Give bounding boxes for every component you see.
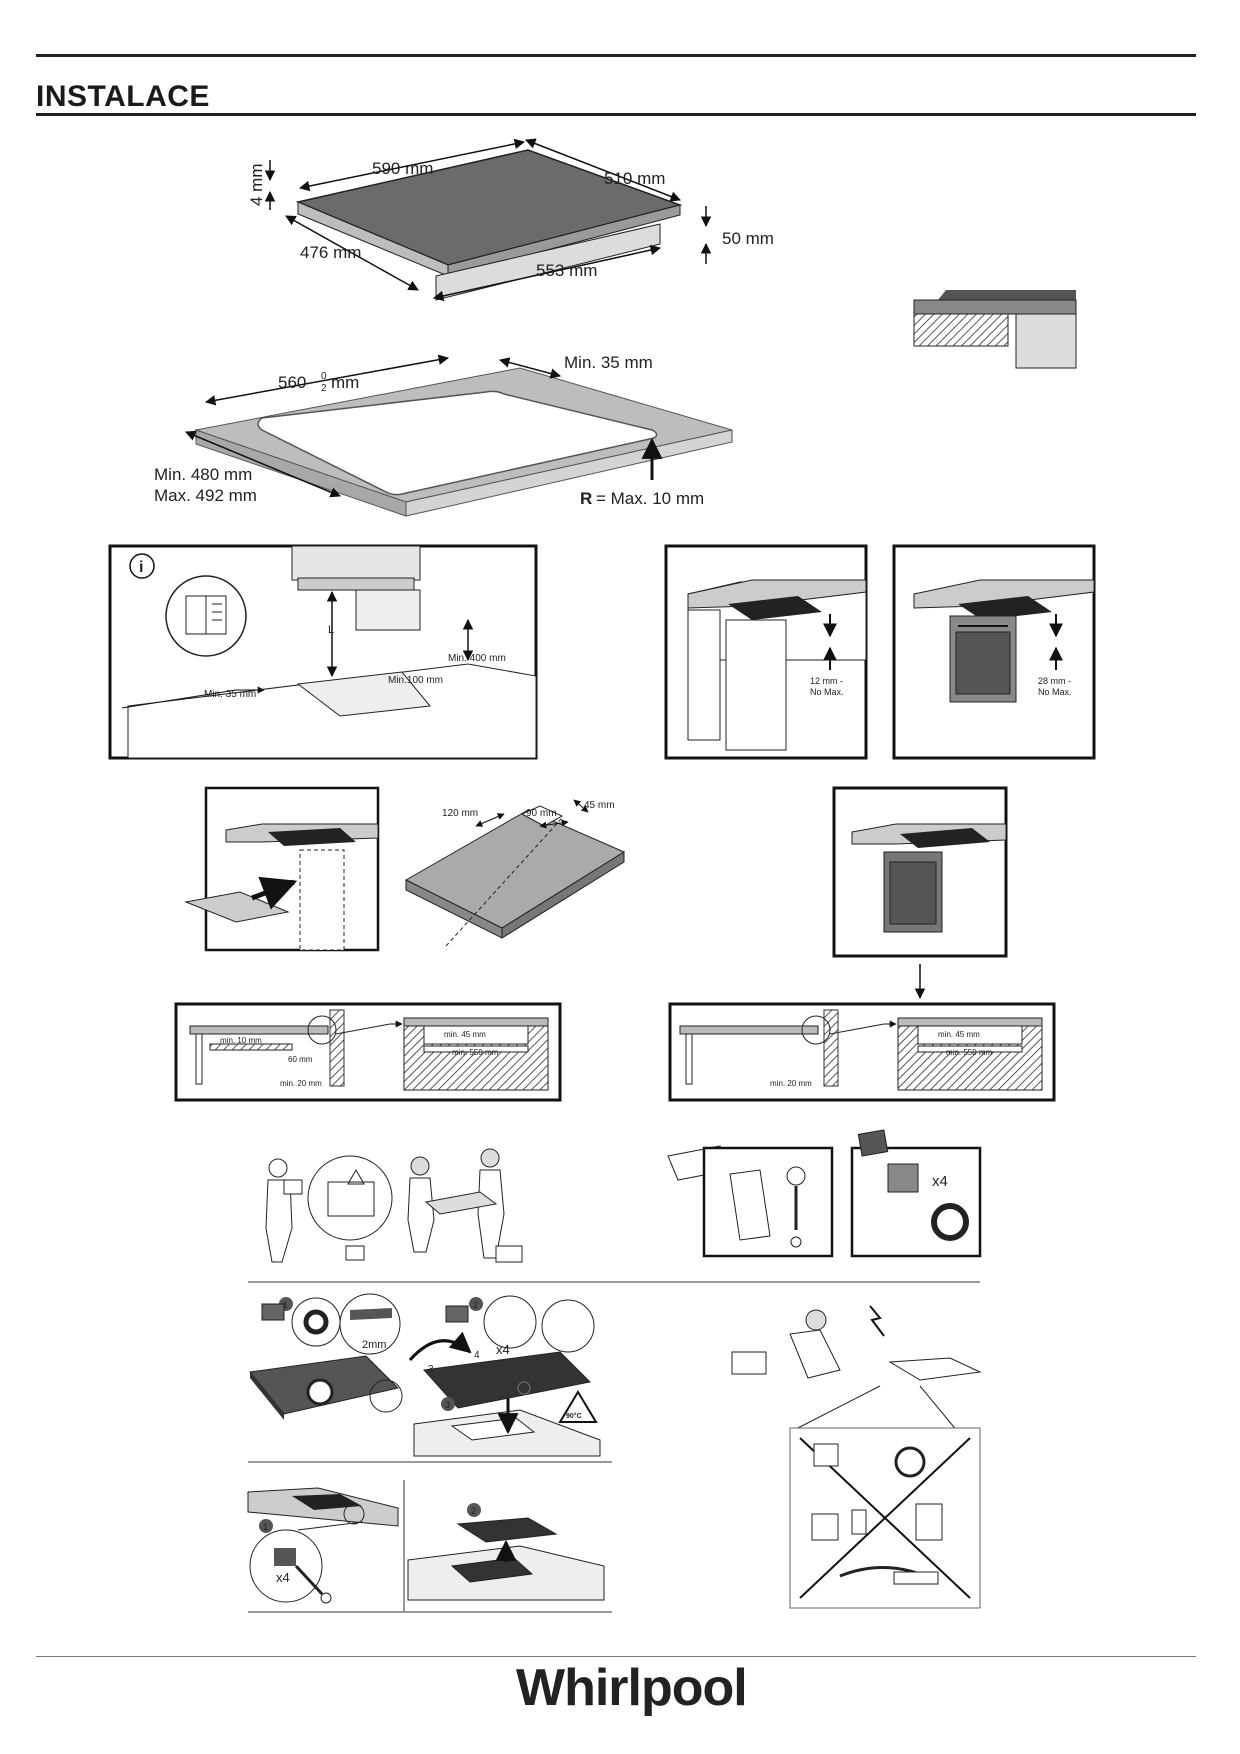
oven-installed-panel [832, 786, 1008, 1000]
step-3-badge: 3 [445, 1400, 450, 1410]
section-left-min45: min. 45 mm [444, 1030, 486, 1039]
step-count-label: x4 [496, 1342, 510, 1357]
page-title: INSTALACE [36, 80, 210, 113]
step-2-badge: 2 [473, 1300, 478, 1310]
fix-count-label: x4 [276, 1570, 290, 1585]
hob-thickness-label: 4 mm [247, 164, 266, 207]
gap-label: 2mm [362, 1339, 386, 1351]
cutout-depth-min: Min. 480 mm [154, 465, 252, 484]
temperature-label: 90°C [566, 1412, 582, 1420]
section-left-d60: 60 mm [288, 1055, 313, 1064]
drawer-gap-panel: 12 mm - No Max. [664, 544, 868, 760]
cutout-depth-max: Max. 492 mm [154, 486, 257, 505]
cutout-min-edge: Min. 35 mm [564, 353, 653, 372]
cutout-width-unit: mm [331, 373, 359, 392]
title-underline [36, 113, 1196, 116]
min-400-label: Min. 400 mm [448, 653, 506, 664]
tools-illustration: x4 [667, 1129, 982, 1258]
hob-dimension-diagram: 590 mm 510 mm 4 mm 476 mm 553 mm 50 mm [247, 138, 774, 302]
corner-4-label: 4 [474, 1350, 480, 1361]
info-icon: i [139, 559, 143, 576]
read-manual-illustration [265, 1155, 393, 1263]
hob-body-depth-label: 476 mm [300, 243, 361, 262]
gasket-step2-panel: 2 x4 3 4 3 90°C [408, 1295, 601, 1457]
top-rule [36, 54, 1196, 57]
section-right-panel: min. 20 mm min. 45 mm min. 550 mm [668, 1002, 1056, 1102]
drawer-gap-line1: 12 mm - [810, 676, 843, 686]
insertion-panel [184, 786, 380, 952]
drawer-gap-line2: No Max. [810, 687, 844, 697]
accessories-count: x4 [932, 1173, 948, 1190]
min-100-label: Min.100 mm [388, 675, 443, 686]
corner-3-label: 3 [428, 1364, 434, 1375]
oven-gap-panel: 28 mm - No Max. [892, 544, 1096, 760]
cutout-width-main: 560 [278, 373, 306, 392]
worktop-cut-diagram: 120 mm 90 mm 45 mm [404, 799, 626, 947]
electrician-illustration [731, 1305, 982, 1433]
section-left-min10: min. 10 mm [220, 1036, 262, 1045]
two-installers-illustration [407, 1148, 523, 1263]
clearance-panel: i L Min. 400 mm Min.100 mm Min. 35 mm [108, 544, 538, 760]
cut-45-label: 45 mm [584, 800, 615, 811]
fix-step-1-badge: 1 [263, 1522, 268, 1532]
cutout-width-tol-minus: 2 [321, 383, 327, 394]
hob-body-width-label: 553 mm [536, 261, 597, 280]
section-left-min20: min. 20 mm [280, 1079, 322, 1088]
manual-icon [185, 595, 227, 635]
forbidden-connections-panel [789, 1427, 981, 1609]
worktop-section-detail [913, 290, 1077, 369]
step-1-badge: 1 [283, 1300, 288, 1310]
section-right-min20: min. 20 mm [770, 1079, 812, 1088]
radius-value: = Max. 10 mm [596, 489, 704, 508]
cut-90-label: 90 mm [526, 808, 557, 819]
radius-letter: R [580, 489, 592, 508]
gasket-step-panel: 1 2mm [249, 1293, 403, 1420]
hob-depth-label: 510 mm [604, 169, 665, 188]
cutout-width-tol-plus: 0 [321, 371, 327, 382]
section-right-min550: min. 550 mm [946, 1048, 993, 1057]
min-35-label: Min. 35 mm [204, 689, 256, 700]
hob-width-label: 590 mm [372, 159, 433, 178]
hob-height-label: 50 mm [722, 229, 774, 248]
cut-120-label: 120 mm [442, 808, 478, 819]
section-left-min550: min. 550 mm [452, 1048, 499, 1057]
footer-rule [36, 1656, 1196, 1657]
cutout-diagram: 560 0 2 mm Min. 35 mm Min. 480 mm Max. 4… [154, 353, 733, 517]
oven-gap-line1: 28 mm - [1038, 676, 1071, 686]
whirlpool-logo: Whirlpool [516, 1659, 748, 1717]
fix-step-2-badge: 2 [471, 1506, 476, 1516]
section-left-panel: min. 10 mm 60 mm min. 20 mm min. 45 mm m… [174, 1002, 562, 1102]
oven-gap-line2: No Max. [1038, 687, 1072, 697]
hood-distance-label: L [328, 624, 334, 636]
section-right-min45: min. 45 mm [938, 1030, 980, 1039]
fixing-step-panel: 1 x4 2 [247, 1480, 605, 1612]
